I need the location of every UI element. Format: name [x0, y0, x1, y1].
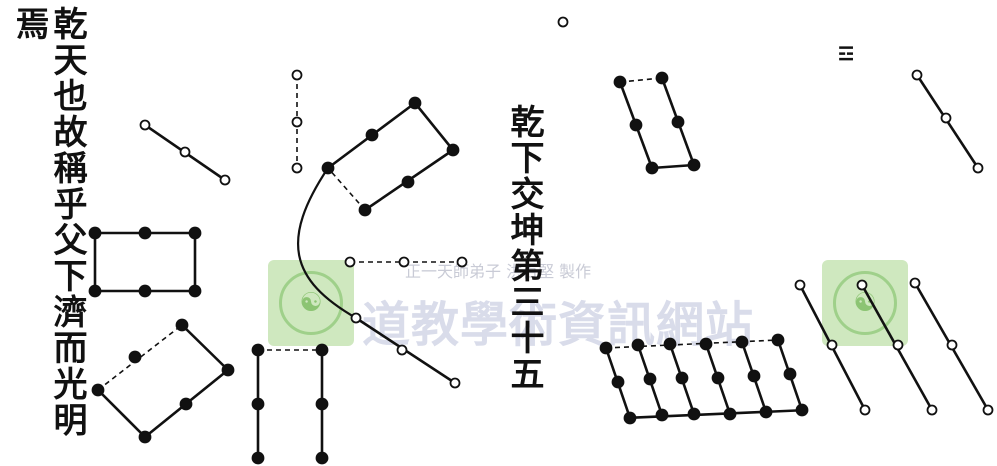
yin-dot	[771, 333, 785, 347]
top-yang-dot	[557, 16, 569, 28]
yin-dot	[138, 226, 152, 240]
yin-dot	[408, 96, 422, 110]
yin-dot	[138, 284, 152, 298]
yin-dot	[631, 338, 645, 352]
yin-dot	[623, 411, 637, 425]
yang-dot	[139, 119, 151, 131]
yang-dot	[291, 69, 303, 81]
diagram-title: 乾下交坤第三十五	[504, 104, 544, 392]
yang-dot	[972, 162, 984, 174]
connector-line	[623, 408, 809, 420]
yin-dot	[91, 383, 105, 397]
yin-dot	[759, 405, 773, 419]
yin-dot	[446, 143, 460, 157]
connector-line	[651, 163, 695, 170]
watermark-logo-left: ☯	[268, 260, 354, 346]
yang-dot	[856, 279, 868, 291]
yin-dot	[315, 343, 329, 357]
yang-dot	[219, 174, 231, 186]
yin-dot	[188, 226, 202, 240]
yin-dot	[643, 372, 657, 386]
yin-dot	[675, 371, 689, 385]
yin-dot	[358, 203, 372, 217]
yin-dot	[611, 375, 625, 389]
yin-dot	[645, 161, 659, 175]
yang-dot	[940, 112, 952, 124]
yang-dot	[926, 404, 938, 416]
yin-dot	[783, 367, 797, 381]
yin-dot	[221, 363, 235, 377]
yang-dot	[911, 69, 923, 81]
yin-dot	[699, 337, 713, 351]
yin-dot	[711, 371, 725, 385]
yin-dot	[687, 407, 701, 421]
yin-yang-icon: ☯	[279, 271, 343, 335]
yang-dot	[859, 404, 871, 416]
yang-dot	[291, 116, 303, 128]
yin-dot	[663, 337, 677, 351]
yin-dot	[315, 451, 329, 465]
yin-dot	[315, 397, 329, 411]
yin-dot	[795, 403, 809, 417]
yin-dot	[128, 350, 142, 364]
yin-dot	[251, 343, 265, 357]
yang-dot	[946, 339, 958, 351]
yin-dot	[671, 115, 685, 129]
yin-dot	[655, 71, 669, 85]
yin-dot	[138, 430, 152, 444]
yang-dot	[909, 277, 921, 289]
connector-line	[181, 324, 229, 371]
yin-dot	[188, 284, 202, 298]
yin-dot	[723, 407, 737, 421]
yang-dot	[892, 339, 904, 351]
yang-dot	[456, 256, 468, 268]
connector-line	[327, 167, 366, 211]
yin-dot	[365, 128, 379, 142]
connector-line	[413, 102, 455, 151]
yin-dot	[629, 118, 643, 132]
yang-dot	[826, 339, 838, 351]
curve-path	[297, 167, 357, 319]
yang-dot	[396, 344, 408, 356]
yin-dot	[655, 408, 669, 422]
yin-dot	[613, 75, 627, 89]
connector-line	[619, 77, 663, 83]
yin-dot	[88, 226, 102, 240]
connector-line	[97, 389, 146, 438]
trigram-mark: ☲	[838, 44, 855, 65]
yin-dot	[401, 175, 415, 189]
yin-dot	[735, 335, 749, 349]
yin-dot	[599, 341, 613, 355]
watermark-logo-right: ☯	[822, 260, 908, 346]
yin-dot	[88, 284, 102, 298]
yin-yang-icon: ☯	[833, 271, 897, 335]
yang-dot	[449, 377, 461, 389]
yin-dot	[687, 158, 701, 172]
yang-dot	[344, 256, 356, 268]
yang-dot	[398, 256, 410, 268]
yin-dot	[175, 318, 189, 332]
yin-dot	[251, 451, 265, 465]
left-caption: 乾天也故稱乎父下濟而光明焉	[9, 6, 87, 438]
watermark-credit: 正一天師弟子 洪百堅 製作	[405, 262, 592, 281]
yin-dot	[179, 397, 193, 411]
yang-dot	[982, 404, 994, 416]
yin-dot	[251, 397, 265, 411]
yin-dot	[747, 369, 761, 383]
yang-dot	[291, 162, 303, 174]
yang-dot	[179, 146, 191, 158]
yang-dot	[350, 312, 362, 324]
yang-dot	[794, 279, 806, 291]
